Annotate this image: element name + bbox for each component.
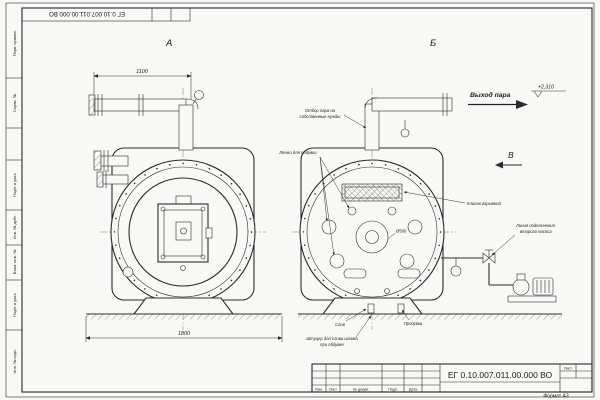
burner-door — [157, 195, 213, 271]
hatches-callout: Лючки для обдувки — [278, 150, 350, 256]
left-nozzles — [93, 150, 129, 188]
blow-hatches-circles — [321, 206, 423, 269]
support-saddle — [132, 297, 235, 315]
tb-col-doc: № докум. — [353, 388, 369, 392]
explosion-valve-callout: Клапан взрывной — [403, 191, 501, 206]
view-b: Б Выход пара +2,310 — [292, 38, 566, 330]
top-code-stamp: ЕГ 0.10.007.011.00.000 ВО — [21, 7, 191, 22]
dim-base-width: 1800 — [178, 331, 191, 337]
view-a-label: А — [165, 38, 172, 49]
ground-hatch — [298, 314, 562, 320]
steam-pipe-b — [364, 93, 453, 151]
pump-line-line2: второго насоса — [520, 229, 552, 234]
stamp-col-label: Перв. примен. — [12, 30, 17, 57]
tb-col-list: Лист — [329, 388, 337, 392]
elbow-riser — [178, 104, 194, 151]
sludge-callout: Штуцер для слива шлама при обдувке — [306, 315, 372, 347]
drain-callout: Слив — [335, 308, 367, 327]
pump-line-line1: Линия подключения — [515, 223, 556, 228]
left-stamp-column: Перв. примен. Справ. № Подп. и дата Инв.… — [6, 30, 22, 374]
pump-line-callout: Линия подключения второго насоса — [491, 223, 556, 256]
stamp-col-label: Инв. № подл. — [12, 349, 17, 374]
feed-equipment — [441, 249, 557, 303]
pressure-gauge-icon — [450, 265, 462, 277]
stamp-col-label: Инв. № дубл. — [12, 215, 17, 240]
blowdown-stub — [397, 303, 405, 314]
bottom-hatch — [397, 268, 421, 279]
drawing-code: ЕГ 0.10.007.011.00.000 ВО — [448, 370, 553, 380]
flange-inner-ring — [306, 166, 438, 298]
annotations: Отбор пара на собственные нужды Лючки дл… — [278, 108, 555, 347]
drain-label: Слив — [335, 322, 346, 327]
stamp-col-label: Взам. инв. № — [12, 250, 17, 275]
dim-1100: 1100 — [93, 69, 192, 99]
elevation-mark: +2,310 — [531, 85, 566, 98]
explosion-valve-label: Клапан взрывной — [467, 201, 501, 206]
sheet-frame: Перв. примен. Справ. № Подп. и дата Инв.… — [5, 2, 595, 400]
format-label: Формат А3 — [543, 394, 568, 400]
steam-pipe-a — [88, 90, 204, 151]
door-handle — [205, 227, 213, 239]
outer-border — [5, 2, 595, 398]
flow-arrow-icon — [516, 100, 528, 109]
title-block: Изм. Лист № докум. Подп. Дата ЕГ 0.10.00… — [311, 363, 593, 393]
view-v-label: В — [508, 150, 514, 160]
explosion-valve — [341, 183, 403, 202]
view-v-marker: В — [495, 150, 522, 169]
view-a: А — [85, 38, 283, 342]
sludge-line2: при обдувке — [320, 342, 344, 347]
center-hub — [355, 220, 389, 254]
tb-col-date: Дата — [409, 388, 417, 392]
elevation-value: +2,310 — [538, 85, 554, 91]
blowdown-label: Продувка — [404, 321, 423, 326]
tb-col-sign: Подп. — [388, 388, 398, 392]
own-needs-callout: Отбор пара на собственные нужды — [300, 108, 367, 129]
steam-outlet-annotation: Выход пара +2,310 — [468, 85, 566, 109]
hatches-label: Лючки для обдувки — [278, 150, 317, 155]
valve-icon — [482, 252, 490, 264]
feed-pump — [507, 273, 557, 303]
stamp-col-label: Подп. и дата — [12, 292, 17, 316]
drain-stub — [367, 303, 375, 314]
center-hub-bore — [365, 230, 379, 244]
side-fitting — [122, 266, 134, 278]
steam-outlet-label: Выход пара — [470, 91, 511, 99]
own-needs-line2: собственные нужды — [300, 114, 341, 119]
tb-sheet-label: Лист — [564, 367, 572, 371]
view-b-label: Б — [430, 38, 436, 49]
gauge-icon — [194, 90, 204, 100]
sludge-line1: Штуцер для слива шлама — [306, 336, 358, 341]
dim-1800: 1800 — [85, 316, 283, 342]
stamp-col-label: Справ. № — [12, 94, 17, 112]
view-arrow-icon — [495, 161, 503, 169]
rotated-code-text: ЕГ 0.10.007.011.00.000 ВО — [49, 10, 125, 17]
hub-diameter-label: Ø500 — [395, 229, 407, 234]
own-needs-line1: Отбор пара на — [305, 108, 336, 113]
ground-hatch — [86, 314, 282, 320]
blowdown-callout: Продувка — [401, 309, 423, 326]
inner-frame — [21, 7, 593, 393]
pipe-fitting — [400, 128, 410, 138]
bottom-hatch — [343, 268, 367, 279]
tb-col-izm: Изм. — [315, 388, 323, 392]
stamp-col-label: Подп. и дата — [12, 172, 17, 196]
dim-top-width: 1100 — [136, 69, 149, 75]
door-opening — [128, 177, 238, 287]
flange-inner-ring — [117, 166, 249, 298]
